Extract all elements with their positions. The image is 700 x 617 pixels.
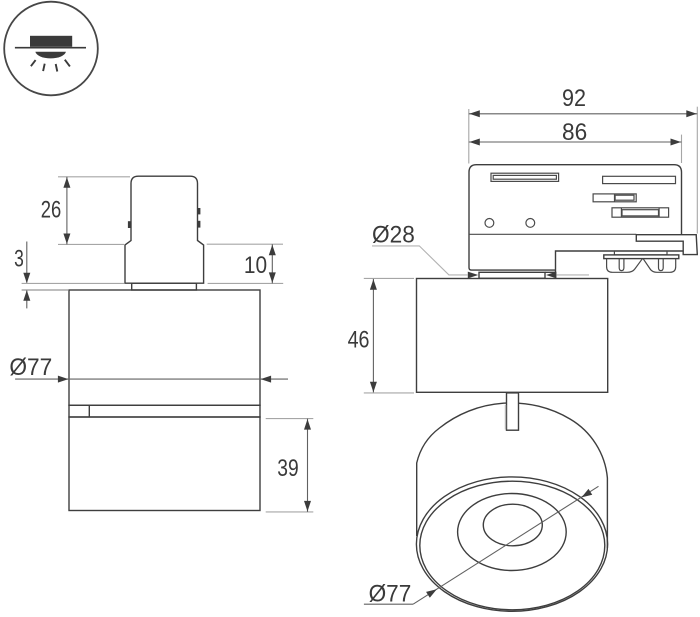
svg-text:39: 39 <box>277 455 298 482</box>
svg-text:Ø77: Ø77 <box>9 354 52 381</box>
svg-text:10: 10 <box>244 252 267 279</box>
svg-text:Ø28: Ø28 <box>372 222 415 249</box>
svg-text:46: 46 <box>348 327 370 354</box>
svg-text:92: 92 <box>562 85 586 112</box>
svg-text:86: 86 <box>562 119 587 146</box>
svg-text:3: 3 <box>14 245 24 272</box>
svg-text:26: 26 <box>41 197 62 224</box>
svg-text:Ø77: Ø77 <box>369 581 412 608</box>
